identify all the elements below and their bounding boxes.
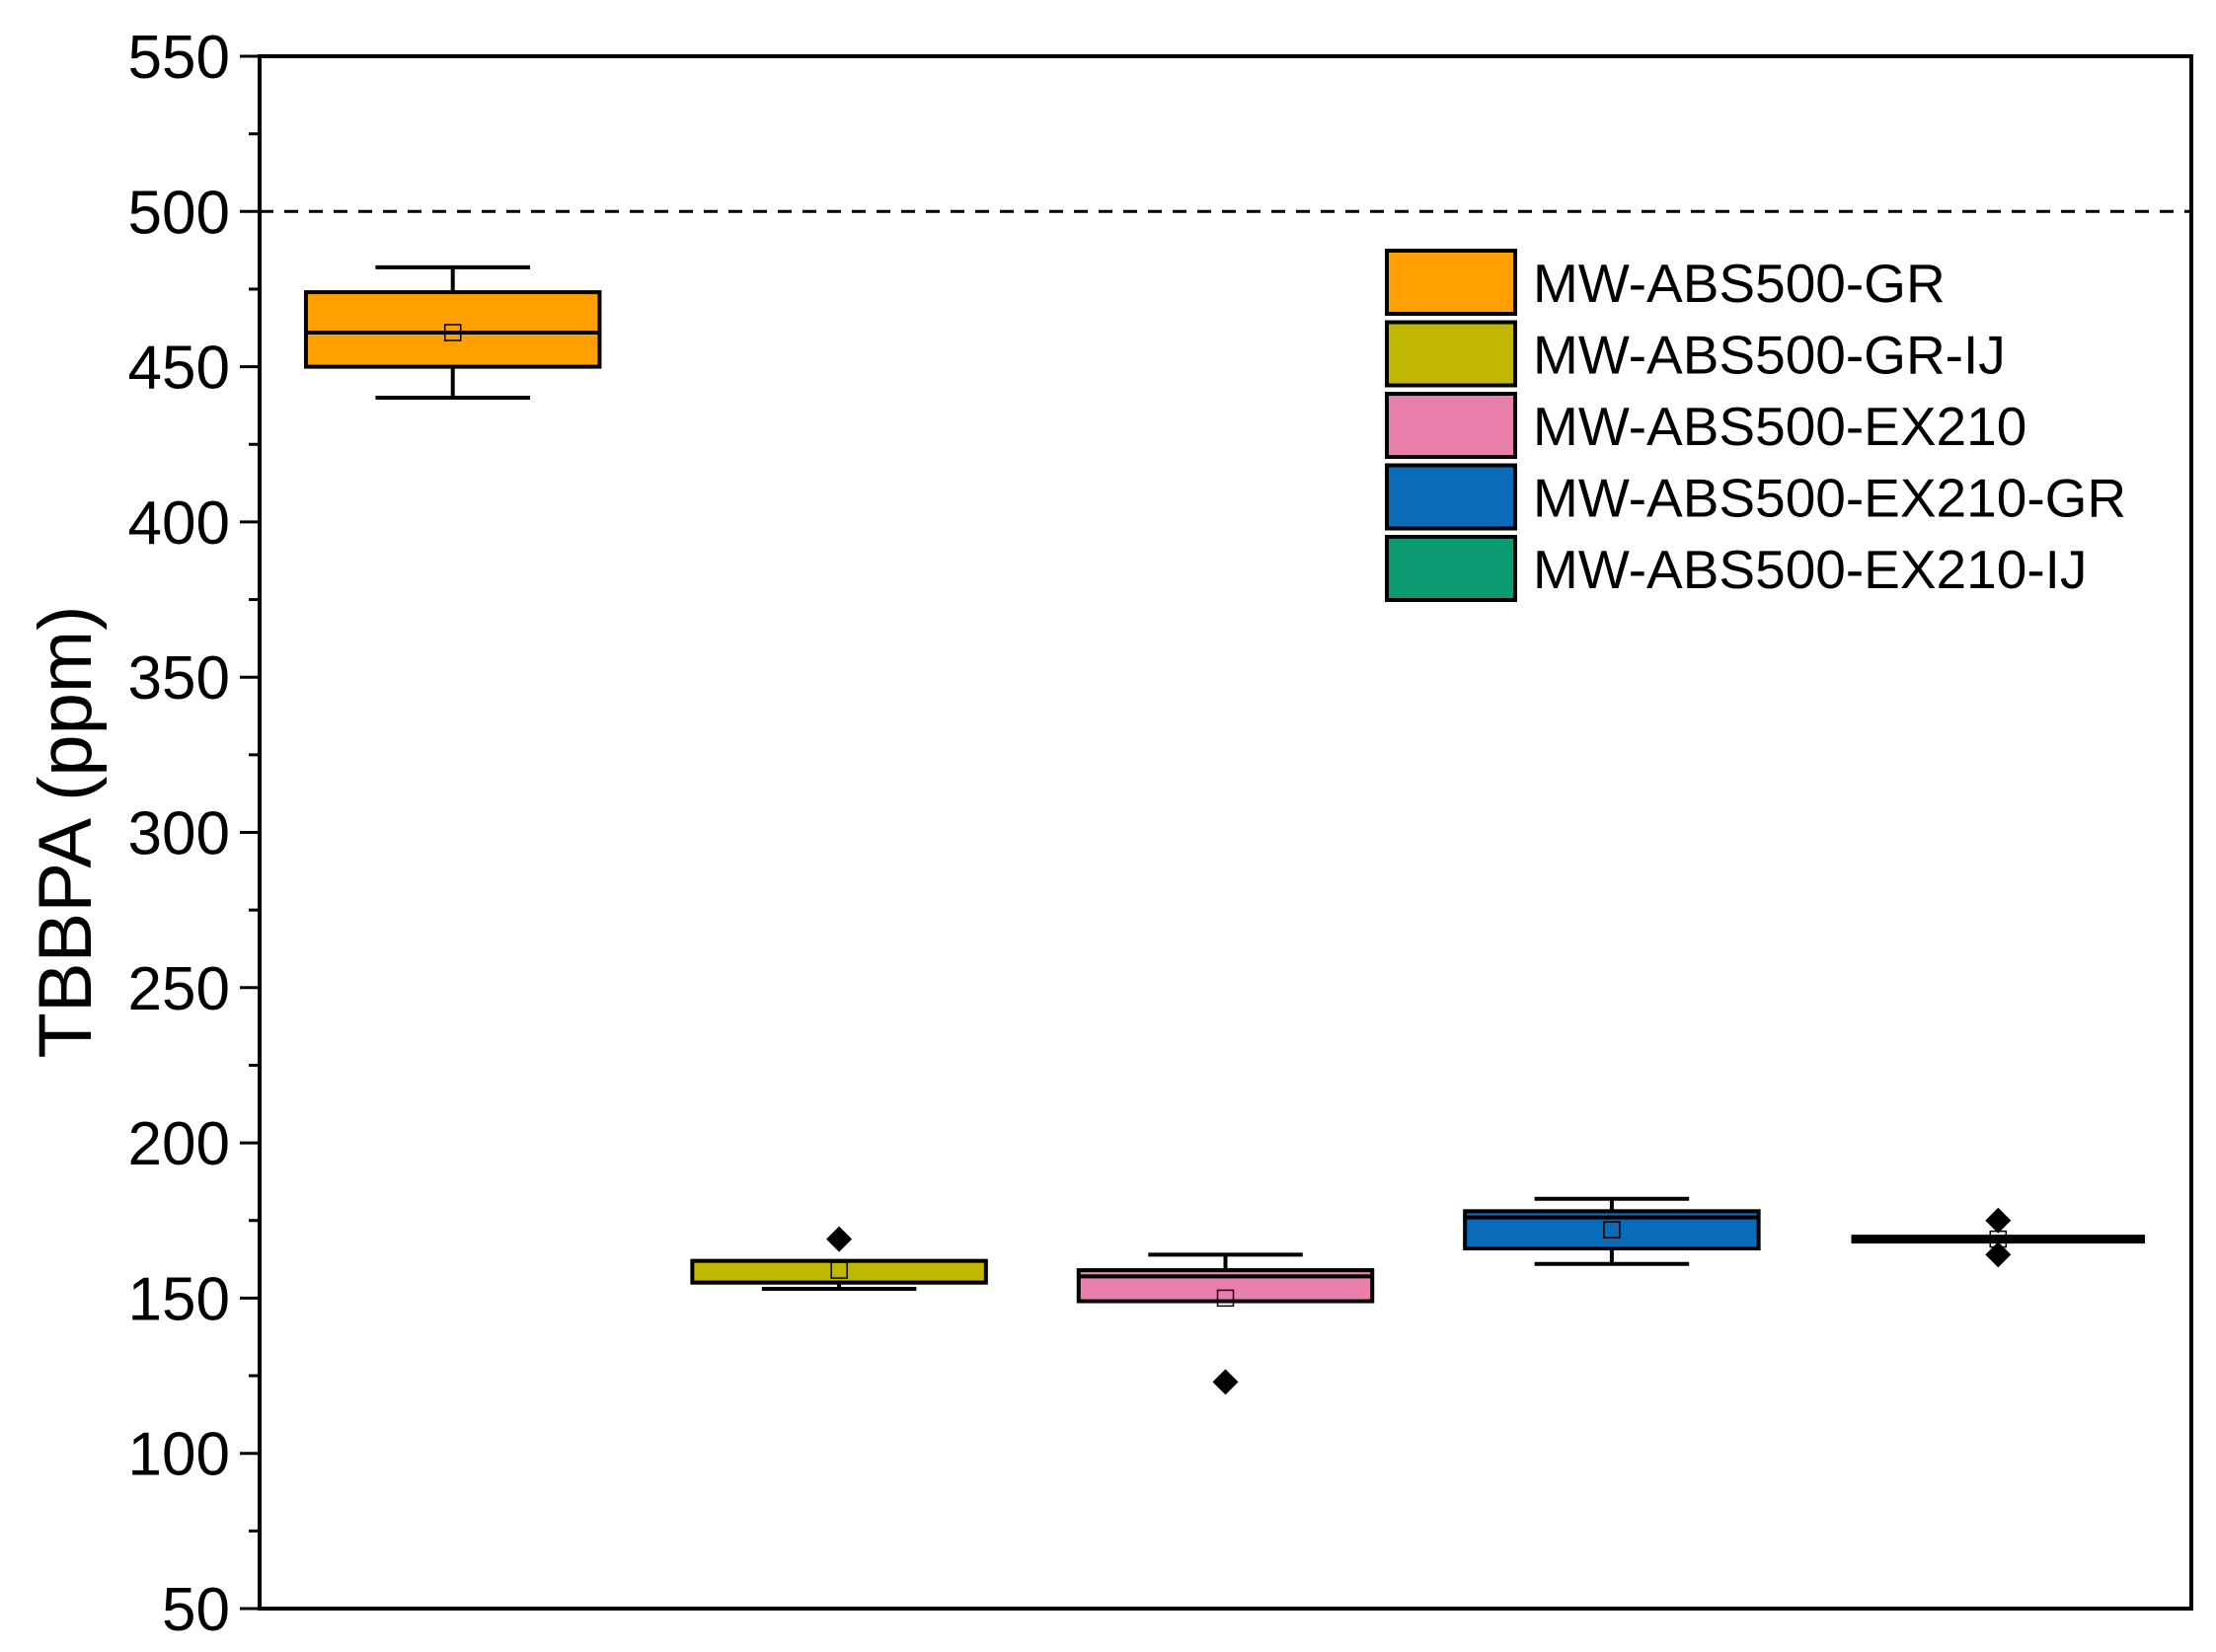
y-tick-label: 400 xyxy=(128,489,230,558)
legend-swatch xyxy=(1385,463,1517,531)
y-tick-label: 250 xyxy=(128,955,230,1023)
mean-marker xyxy=(1603,1221,1621,1239)
box-group xyxy=(1463,1196,1761,1266)
y-axis-label: TBBPA (ppm) xyxy=(24,606,108,1059)
legend-label: MW-ABS500-GR-IJ xyxy=(1533,325,2006,386)
outlier-point xyxy=(1985,1207,2012,1234)
legend-item: MW-ABS500-EX210-IJ xyxy=(1385,535,2087,602)
mean-marker xyxy=(443,324,462,341)
y-tick-label: 550 xyxy=(128,24,230,92)
box-group xyxy=(303,264,602,401)
box-group xyxy=(690,1226,988,1291)
legend-swatch xyxy=(1385,249,1517,316)
iqr-box xyxy=(690,1258,988,1285)
legend: MW-ABS500-GR MW-ABS500-GR-IJ MW-ABS500-EX2… xyxy=(1385,249,2126,602)
mean-marker xyxy=(830,1261,848,1279)
y-tick-label: 450 xyxy=(128,335,230,403)
mean-marker xyxy=(1216,1289,1235,1308)
iqr-box xyxy=(303,290,602,369)
outlier-point xyxy=(826,1226,853,1252)
box-series xyxy=(303,264,2146,1395)
legend-swatch xyxy=(1385,535,1517,602)
legend-label: MW-ABS500-EX210-GR xyxy=(1533,468,2126,529)
box-group xyxy=(1851,1207,2146,1268)
box-group xyxy=(1076,1252,1375,1395)
legend-label: MW-ABS500-EX210-IJ xyxy=(1533,539,2087,600)
legend-swatch xyxy=(1385,392,1517,459)
y-tick-label: 100 xyxy=(128,1421,230,1489)
y-tick-label: 150 xyxy=(128,1265,230,1333)
y-tick-label: 500 xyxy=(128,179,230,247)
outlier-point xyxy=(1212,1369,1239,1395)
plot-frame xyxy=(258,54,2193,1611)
y-tick-label: 200 xyxy=(128,1110,230,1178)
y-tick-label: 350 xyxy=(128,644,230,713)
legend-label: MW-ABS500-GR xyxy=(1533,253,1946,314)
legend-item: MW-ABS500-EX210-GR xyxy=(1385,463,2126,531)
legend-item: MW-ABS500-GR xyxy=(1385,249,1946,316)
legend-label: MW-ABS500-EX210 xyxy=(1533,396,2026,457)
outlier-point xyxy=(1985,1241,2012,1268)
legend-item: MW-ABS500-EX210 xyxy=(1385,392,2026,459)
legend-item: MW-ABS500-GR-IJ xyxy=(1385,320,2006,388)
y-tick-label: 50 xyxy=(162,1576,230,1644)
y-tick-label: 300 xyxy=(128,800,230,868)
y-axis-ticks: 50 100 150 200 250 300 350 400 450 500 550 xyxy=(128,24,260,1644)
legend-swatch xyxy=(1385,320,1517,388)
